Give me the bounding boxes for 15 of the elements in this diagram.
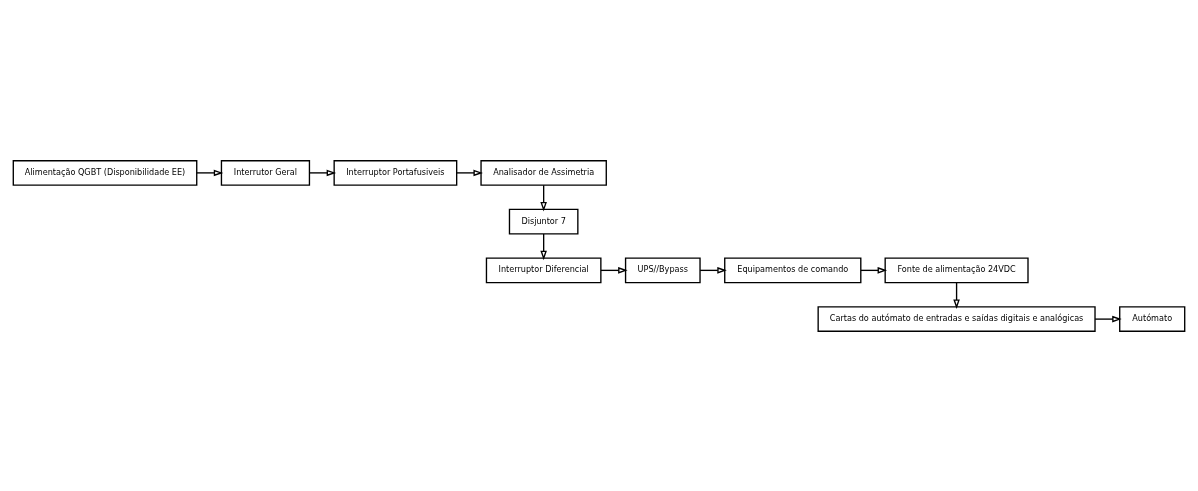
node-box: Equipamentos de comando bbox=[724, 257, 862, 283]
node-box: Alimentação QGBT (Disponibilidade EE) bbox=[12, 159, 198, 186]
arrow bbox=[1094, 315, 1122, 322]
node-box: Interrutor Geral bbox=[220, 159, 311, 186]
node-box: Interruptor Portafusiveis bbox=[333, 159, 458, 186]
arrow bbox=[308, 169, 337, 176]
node-box: Autómato bbox=[1119, 305, 1186, 332]
arrow bbox=[456, 169, 483, 176]
node-box: Fonte de alimentação 24VDC bbox=[884, 257, 1029, 283]
node-box: Cartas do autómato de entradas e saídas digitais e analógicas bbox=[817, 305, 1096, 332]
arrow bbox=[196, 169, 224, 176]
node-box: UPS//Bypass bbox=[624, 257, 701, 283]
node-box: Disjuntor 7 bbox=[508, 208, 579, 234]
node-box: Interruptor Diferencial bbox=[485, 257, 602, 283]
node-box: Analisador de Assimetria bbox=[480, 159, 607, 186]
